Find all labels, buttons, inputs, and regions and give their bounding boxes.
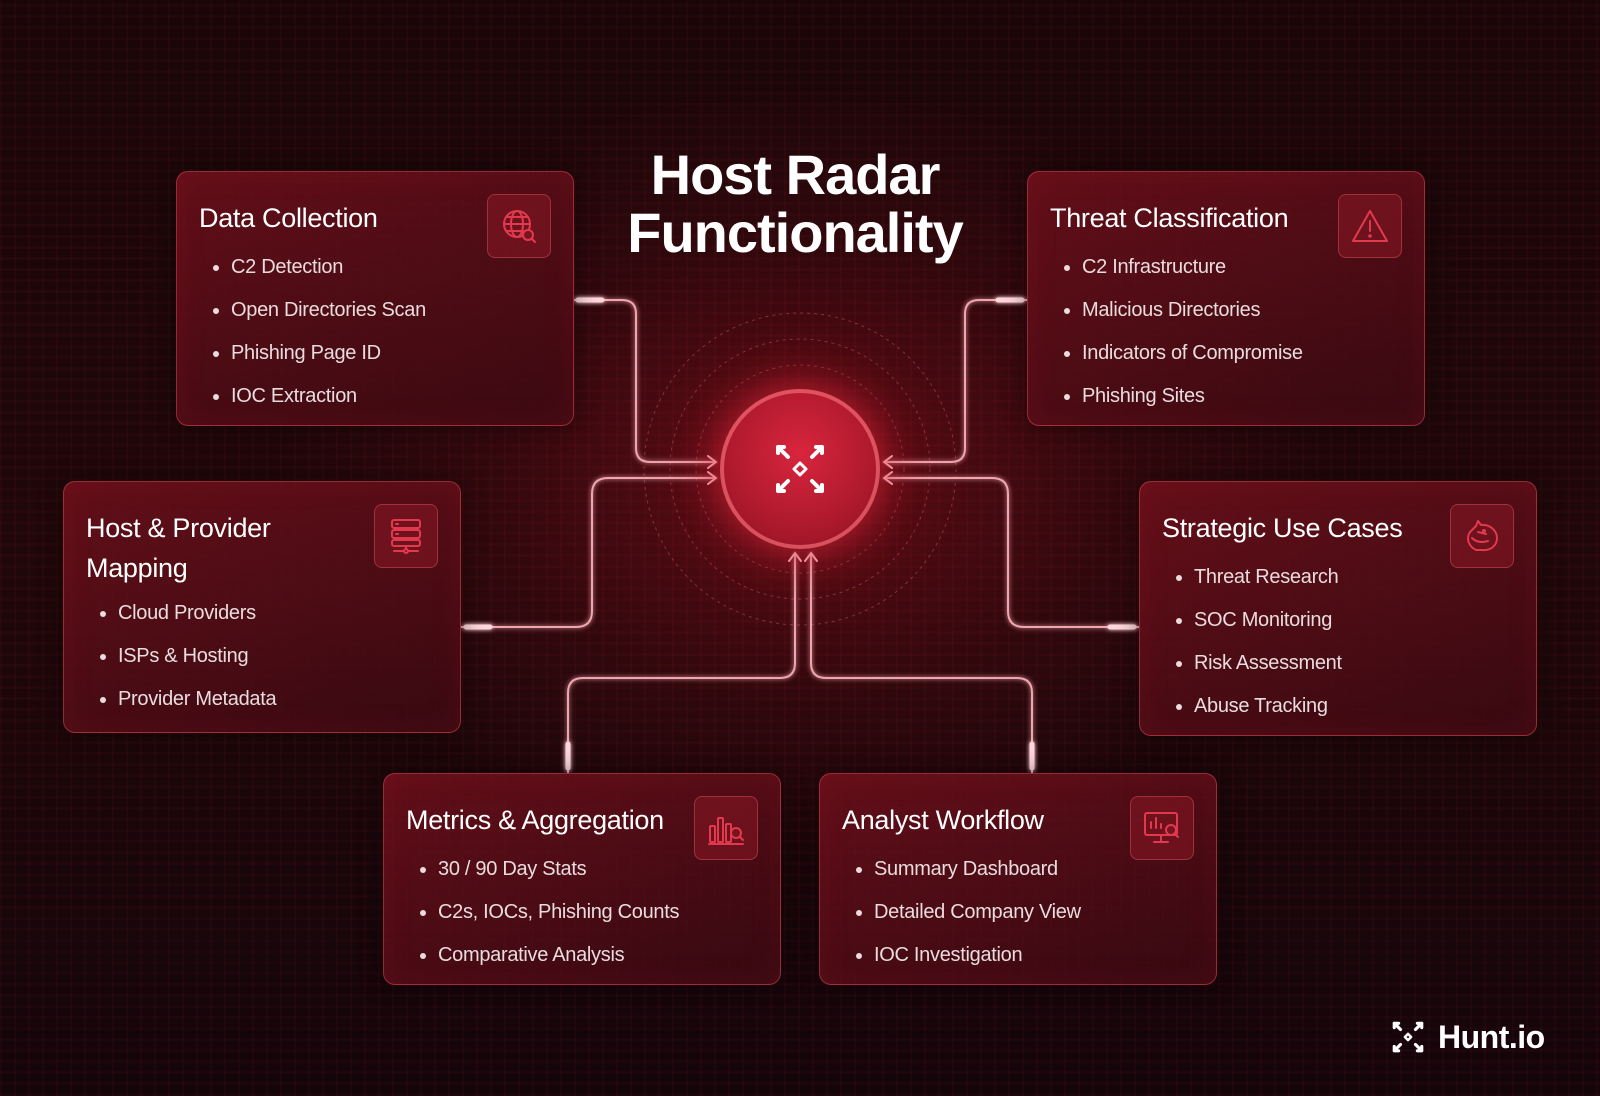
list-item: Risk Assessment (1174, 642, 1514, 685)
warning-triangle-icon (1352, 210, 1388, 242)
bar-chart-search-icon (708, 817, 744, 845)
list-item: Abuse Tracking (1174, 685, 1514, 728)
card-metrics-aggregation: Metrics & Aggregation 30 / 90 Day Stats … (383, 773, 781, 985)
item-list: C2 Infrastructure Malicious Directories … (1050, 246, 1402, 418)
monitor-analytics-icon (1144, 812, 1179, 843)
item-list: Summary Dashboard Detailed Company View … (842, 848, 1194, 977)
list-item: C2 Infrastructure (1062, 246, 1402, 289)
card-title: Strategic Use Cases (1162, 513, 1403, 543)
list-item: Indicators of Compromise (1062, 332, 1402, 375)
list-item: Cloud Providers (98, 592, 438, 635)
list-item: Phishing Page ID (211, 332, 551, 375)
title-line-1: Host Radar (650, 142, 941, 206)
card-data-collection: Data Collection C2 Detection Open Direct… (176, 171, 574, 426)
card-title: Data Collection (199, 203, 378, 233)
item-list: Threat Research SOC Monitoring Risk Asse… (1162, 556, 1514, 728)
list-item: ISPs & Hosting (98, 635, 438, 678)
page-title: Host Radar Functionality (560, 142, 1030, 264)
icon-box (1130, 796, 1194, 860)
card-title: Analyst Workflow (842, 805, 1044, 835)
list-item: Malicious Directories (1062, 289, 1402, 332)
brand-logo: Hunt.io (1388, 1013, 1545, 1061)
card-title: Host & Provider Mapping (86, 513, 271, 583)
icon-box (374, 504, 438, 568)
list-item: Summary Dashboard (854, 848, 1194, 891)
list-item: IOC Investigation (854, 934, 1194, 977)
icon-box (487, 194, 551, 258)
globe-search-icon (503, 210, 536, 243)
card-strategic-use-cases: Strategic Use Cases Threat Research SOC … (1139, 481, 1537, 736)
item-list: Cloud Providers ISPs & Hosting Provider … (86, 592, 438, 721)
list-item: Threat Research (1174, 556, 1514, 599)
item-list: C2 Detection Open Directories Scan Phish… (199, 246, 551, 418)
horse-head-icon (1467, 520, 1498, 552)
card-host-provider-mapping: Host & Provider Mapping Cloud Providers … (63, 481, 461, 733)
card-threat-classification: Threat Classification C2 Infrastructure … (1027, 171, 1425, 426)
icon-box (1450, 504, 1514, 568)
brand-name: Hunt.io (1438, 1018, 1545, 1055)
list-item: IOC Extraction (211, 375, 551, 418)
list-item: Detailed Company View (854, 891, 1194, 934)
card-analyst-workflow: Analyst Workflow Summary Dashboard Detai… (819, 773, 1217, 985)
card-title: Threat Classification (1050, 203, 1289, 233)
list-item: 30 / 90 Day Stats (418, 848, 758, 891)
server-icon (391, 519, 421, 554)
icon-box (694, 796, 758, 860)
list-item: C2 Detection (211, 246, 551, 289)
list-item: Phishing Sites (1062, 375, 1402, 418)
list-item: Comparative Analysis (418, 934, 758, 977)
card-title: Metrics & Aggregation (406, 805, 664, 835)
list-item: SOC Monitoring (1174, 599, 1514, 642)
icon-box (1338, 194, 1402, 258)
title-line-2: Functionality (627, 200, 963, 264)
list-item: Provider Metadata (98, 678, 438, 721)
central-hub (720, 389, 880, 549)
hunt-logo-icon (776, 445, 824, 493)
hunt-logo-icon (1392, 1021, 1424, 1053)
item-list: 30 / 90 Day Stats C2s, IOCs, Phishing Co… (406, 848, 758, 977)
list-item: C2s, IOCs, Phishing Counts (418, 891, 758, 934)
list-item: Open Directories Scan (211, 289, 551, 332)
